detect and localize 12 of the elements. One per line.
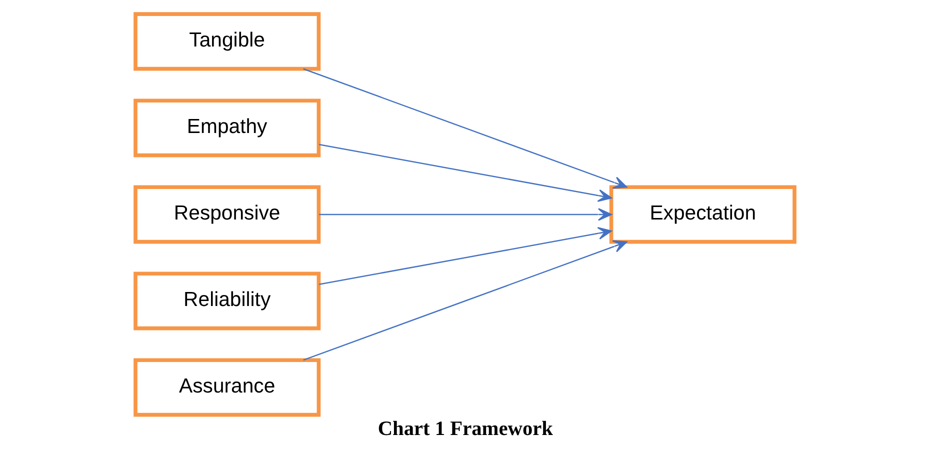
arrow xyxy=(318,143,612,202)
arrow xyxy=(318,226,612,285)
node-box: Tangible xyxy=(134,12,321,70)
arrow xyxy=(303,68,628,188)
caption: Chart 1 Framework xyxy=(378,417,553,440)
node-box: Empathy xyxy=(134,98,321,157)
node-box: Reliability xyxy=(134,271,321,330)
node-box: Responsive xyxy=(134,184,321,244)
node-box: Expectation xyxy=(609,184,796,244)
arrow xyxy=(319,208,612,220)
arrow xyxy=(303,240,628,360)
node-box: Assurance xyxy=(134,358,321,416)
